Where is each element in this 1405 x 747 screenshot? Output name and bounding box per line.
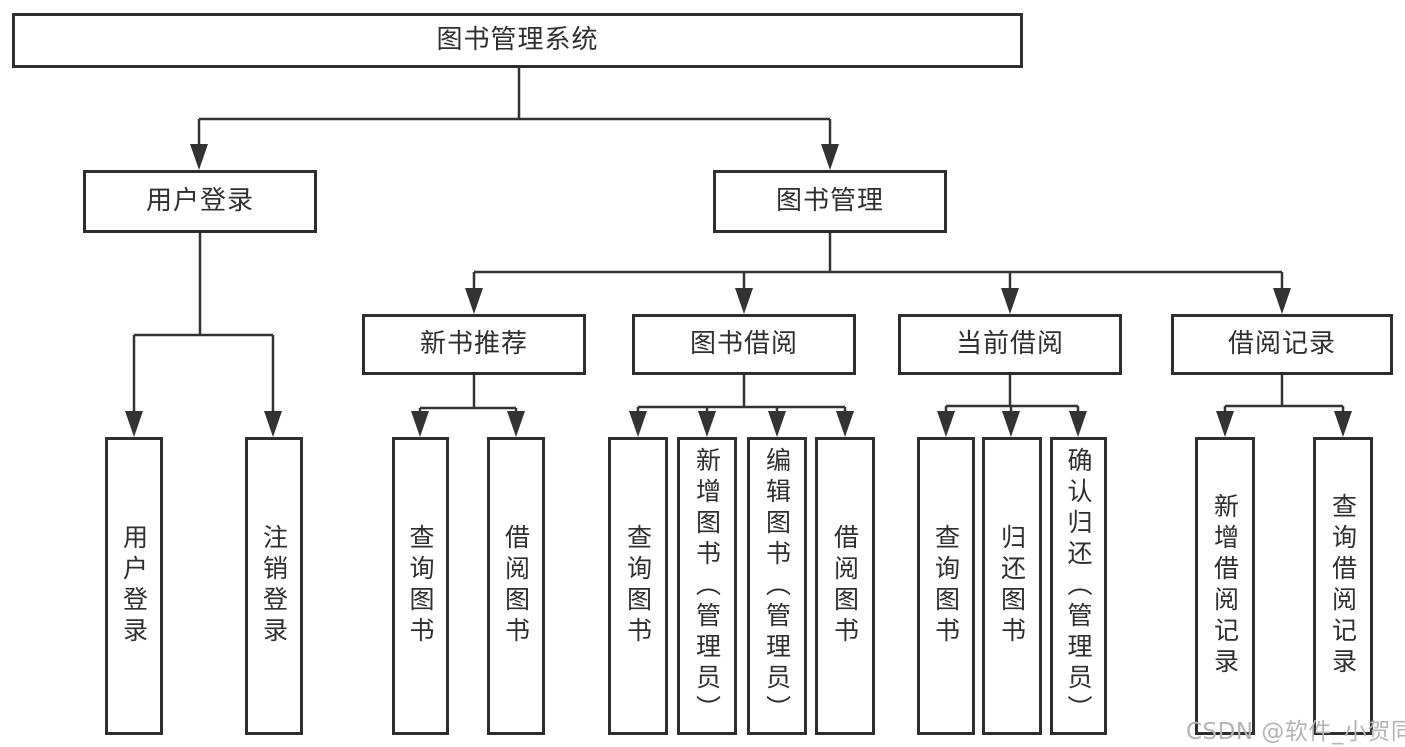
leaf-borrow-books-recommend: 借阅图书 bbox=[487, 437, 545, 735]
node-book-management: 图书管理 bbox=[713, 170, 947, 233]
node-new-book-recommend: 新书推荐 bbox=[362, 314, 586, 375]
leaf-query-books-current: 查询图书 bbox=[917, 437, 975, 735]
leaf-borrow-books: 借阅图书 bbox=[815, 437, 875, 735]
node-user-login: 用户登录 bbox=[83, 170, 317, 233]
node-current-borrow: 当前借阅 bbox=[898, 314, 1122, 375]
node-book-management-system: 图书管理系统 bbox=[12, 13, 1023, 68]
leaf-add-borrow-record: 新增借阅记录 bbox=[1195, 437, 1255, 735]
leaf-user-login: 用户登录 bbox=[105, 437, 163, 735]
node-book-borrow: 图书借阅 bbox=[632, 314, 856, 375]
leaf-edit-books-admin: 编辑图书（管理员） bbox=[747, 437, 807, 735]
leaf-logout: 注销登录 bbox=[245, 437, 303, 735]
node-borrow-records: 借阅记录 bbox=[1171, 314, 1393, 375]
leaf-query-borrow-record: 查询借阅记录 bbox=[1313, 437, 1373, 735]
leaf-query-books-recommend: 查询图书 bbox=[392, 437, 449, 735]
watermark: CSDN @软件_小贺同学 bbox=[1186, 719, 1405, 745]
leaf-add-books-admin: 新增图书（管理员） bbox=[677, 437, 737, 735]
leaf-return-books: 归还图书 bbox=[982, 437, 1042, 735]
leaf-query-books-borrow: 查询图书 bbox=[608, 437, 668, 735]
leaf-confirm-return-admin: 确认归还（管理员） bbox=[1050, 437, 1107, 735]
